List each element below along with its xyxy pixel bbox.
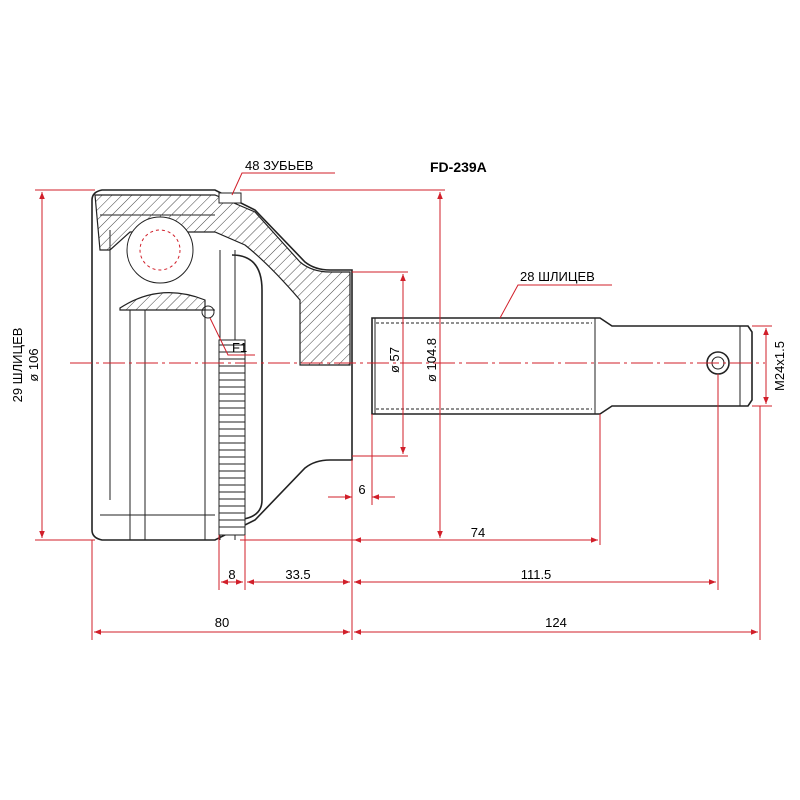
dim-80: 80 xyxy=(215,615,229,630)
flange-diameter-label: ø 104.8 xyxy=(424,338,439,382)
part-number: FD-239A xyxy=(430,159,487,175)
teeth-label: 48 ЗУБЬЕВ xyxy=(245,158,313,173)
dim-111-5: 111.5 xyxy=(521,567,552,582)
dimension-lines xyxy=(35,172,772,640)
thread-label: M24x1.5 xyxy=(772,341,787,391)
inner-splines-label: 29 ШЛИЦЕВ xyxy=(10,328,25,403)
dim-8: 8 xyxy=(228,567,235,582)
dim-33-5: 33.5 xyxy=(285,567,310,582)
dim-6: 6 xyxy=(358,482,365,497)
joint-housing xyxy=(91,189,353,541)
inner-diameter-label: ø 106 xyxy=(26,348,41,381)
abs-ring xyxy=(218,339,246,536)
fastener-label: F1 xyxy=(232,340,247,355)
shaft-diameter-label: ø 57 xyxy=(387,347,402,373)
dim-74: 74 xyxy=(471,525,485,540)
outer-splines-label: 28 ШЛИЦЕВ xyxy=(520,269,595,284)
dim-124: 124 xyxy=(545,615,567,630)
